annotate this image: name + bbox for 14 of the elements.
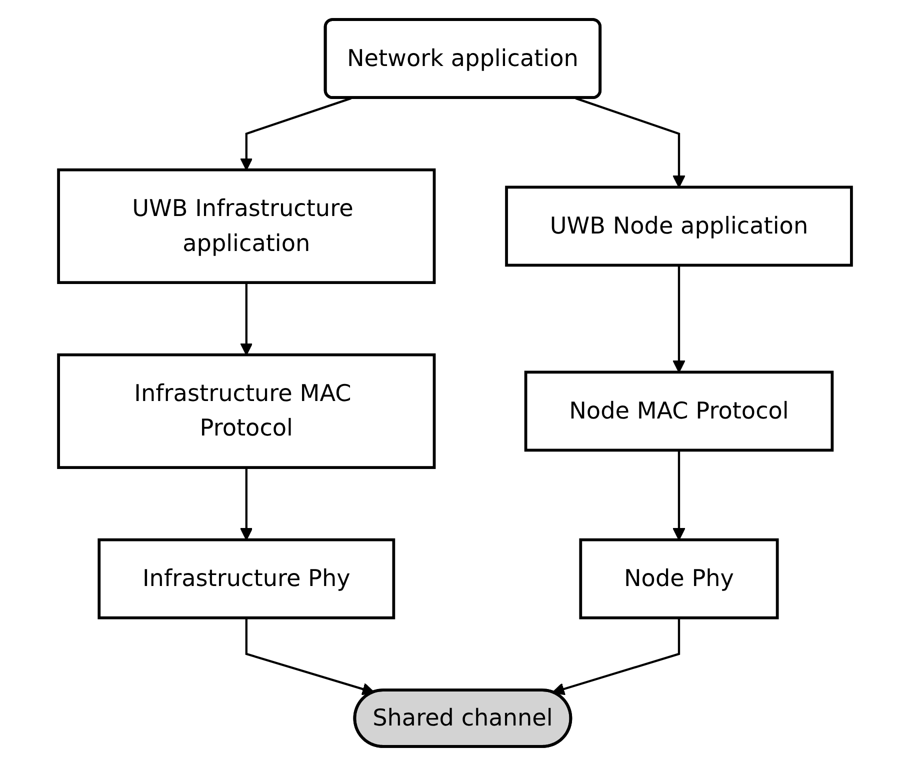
arrow (672, 450, 685, 540)
arrow (672, 264, 685, 372)
node-box: Node MAC Protocol (524, 370, 834, 452)
arrow (240, 96, 351, 170)
node-box: Node Phy (578, 538, 778, 619)
node-box: Infrastructure Phy (97, 538, 395, 619)
node-box: Infrastructure MAC Protocol (56, 352, 436, 468)
node-box: UWB Node application (504, 185, 852, 266)
arrow (240, 467, 252, 540)
arrow (574, 96, 685, 188)
arrow (240, 282, 252, 355)
node-box: UWB Infrastructure application (56, 168, 436, 284)
arrow (552, 617, 680, 695)
arrow (244, 617, 374, 695)
